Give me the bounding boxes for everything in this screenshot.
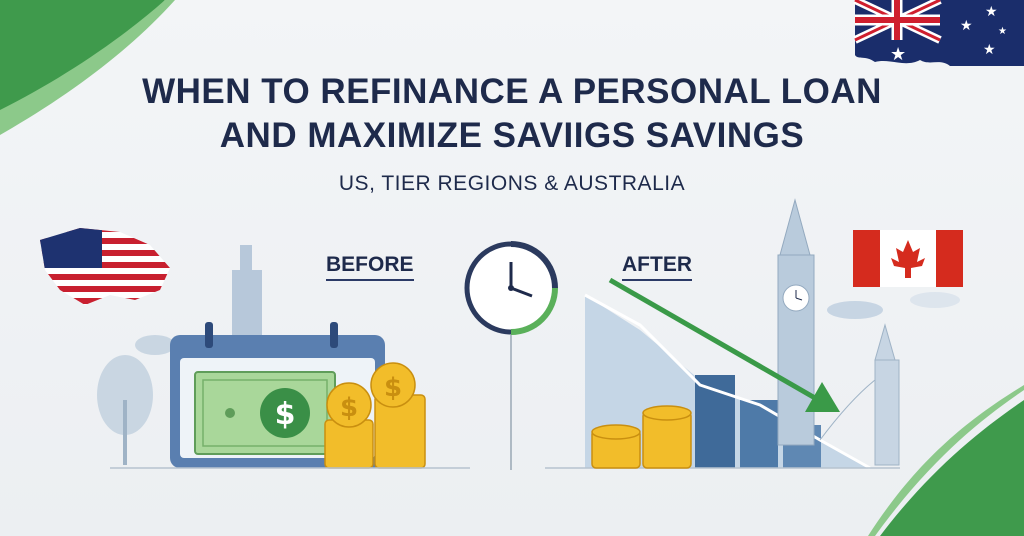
- bridge-icon: [819, 301, 900, 466]
- top-left-green-swoosh: [0, 0, 175, 135]
- australia-flag-icon: ★★★★★: [853, 0, 1024, 66]
- dollar-bill-icon: $: [194, 371, 336, 455]
- page-subtitle: US, TIER REGIONS & AUSTRALIA: [338, 172, 686, 195]
- clock-icon: [464, 241, 558, 470]
- svg-text:★: ★: [985, 4, 998, 20]
- cloud-icon: [910, 292, 960, 308]
- landmark-tower-icon: [232, 245, 262, 335]
- coin-stack-icon: $ $: [324, 362, 426, 469]
- svg-text:$: $: [275, 397, 296, 432]
- svg-text:$: $: [384, 373, 402, 403]
- page-title-line1: WHEN TO REFINANCE A PERSONAL LOAN: [142, 72, 882, 111]
- bottom-right-green-swoosh: [868, 385, 1024, 536]
- svg-text:★: ★: [960, 18, 973, 34]
- svg-text:★: ★: [983, 42, 996, 58]
- svg-text:★: ★: [998, 26, 1007, 37]
- us-flag-map-icon: [40, 228, 170, 305]
- page-title-line2: AND MAXIMIZE SAVIIGS SAVINGS: [219, 116, 805, 155]
- after-label: AFTER: [622, 253, 692, 281]
- trend-down-arrow-icon: [608, 277, 840, 412]
- tree-icon: [97, 335, 175, 465]
- canada-flag-icon: [853, 230, 963, 287]
- svg-text:$: $: [340, 393, 358, 423]
- before-label: BEFORE: [326, 253, 414, 281]
- big-ben-icon: [777, 198, 815, 446]
- svg-text:★: ★: [890, 44, 906, 65]
- coin-stack-icon: [591, 405, 692, 469]
- chart-bar: [740, 400, 778, 468]
